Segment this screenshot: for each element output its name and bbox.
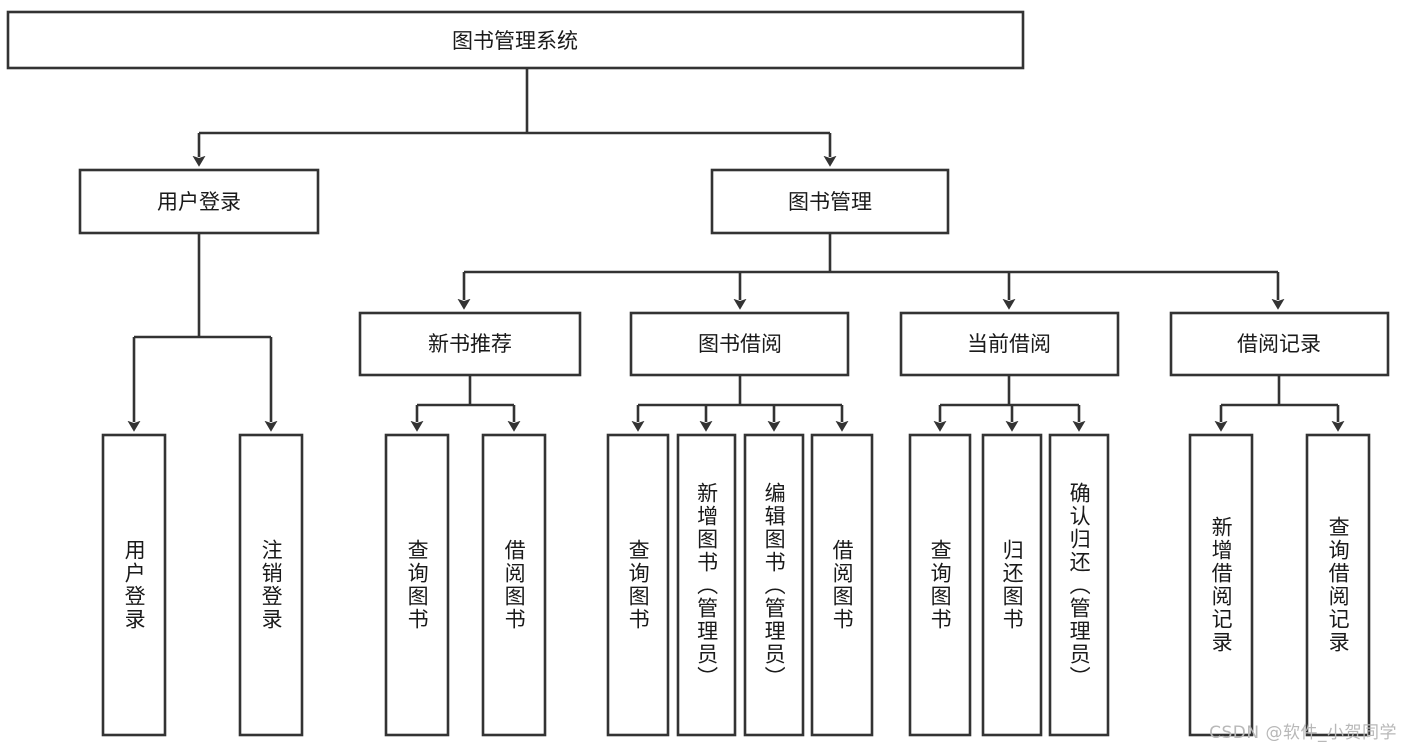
- node-box-l3-0[interactable]: [358, 311, 582, 377]
- node-box-leaf-10[interactable]: [1048, 433, 1110, 737]
- node-box-l2-0[interactable]: [78, 168, 320, 235]
- node-label-l3-0: 新书推荐: [428, 332, 512, 356]
- connector-group-l3-1: [631, 375, 849, 432]
- horizontal-labels: 图书管理系统 用户登录 图书管理 新书推荐 图书借阅 当前借阅 借阅记录: [157, 29, 1321, 356]
- node-box-leaf-12[interactable]: [1305, 433, 1371, 737]
- connector-group-l2-0: [127, 233, 278, 432]
- node-box-leaf-6[interactable]: [743, 433, 805, 737]
- node-label-l2-1: 图书管理: [788, 190, 872, 214]
- node-label-root: 图书管理系统: [452, 29, 578, 53]
- node-box-l3-2[interactable]: [899, 311, 1120, 377]
- node-box-leaf-1[interactable]: [238, 433, 304, 737]
- node-box-leaf-2[interactable]: [384, 433, 450, 737]
- node-boxes: [6, 10, 1390, 737]
- node-box-leaf-5[interactable]: [676, 433, 737, 737]
- node-label-l3-2: 当前借阅: [967, 332, 1051, 356]
- connector-group-root: [192, 68, 837, 167]
- node-box-leaf-9[interactable]: [981, 433, 1043, 737]
- connector-group-l3-3: [1214, 375, 1345, 432]
- node-box-leaf-8[interactable]: [908, 433, 972, 737]
- node-box-root[interactable]: [6, 10, 1025, 70]
- node-box-leaf-0[interactable]: [101, 433, 167, 737]
- connector-group-l2-1: [457, 233, 1285, 310]
- node-box-leaf-4[interactable]: [606, 433, 670, 737]
- node-label-l2-0: 用户登录: [157, 190, 241, 214]
- connector-group-l3-0: [410, 375, 521, 432]
- connector-group-l3-2: [933, 375, 1086, 432]
- watermark-text: CSDN @软件_小贺同学: [1209, 723, 1397, 743]
- node-box-leaf-7[interactable]: [810, 433, 874, 737]
- node-label-l3-1: 图书借阅: [698, 332, 782, 356]
- node-box-leaf-3[interactable]: [481, 433, 547, 737]
- node-label-l3-3: 借阅记录: [1237, 332, 1321, 356]
- node-box-leaf-11[interactable]: [1188, 433, 1254, 737]
